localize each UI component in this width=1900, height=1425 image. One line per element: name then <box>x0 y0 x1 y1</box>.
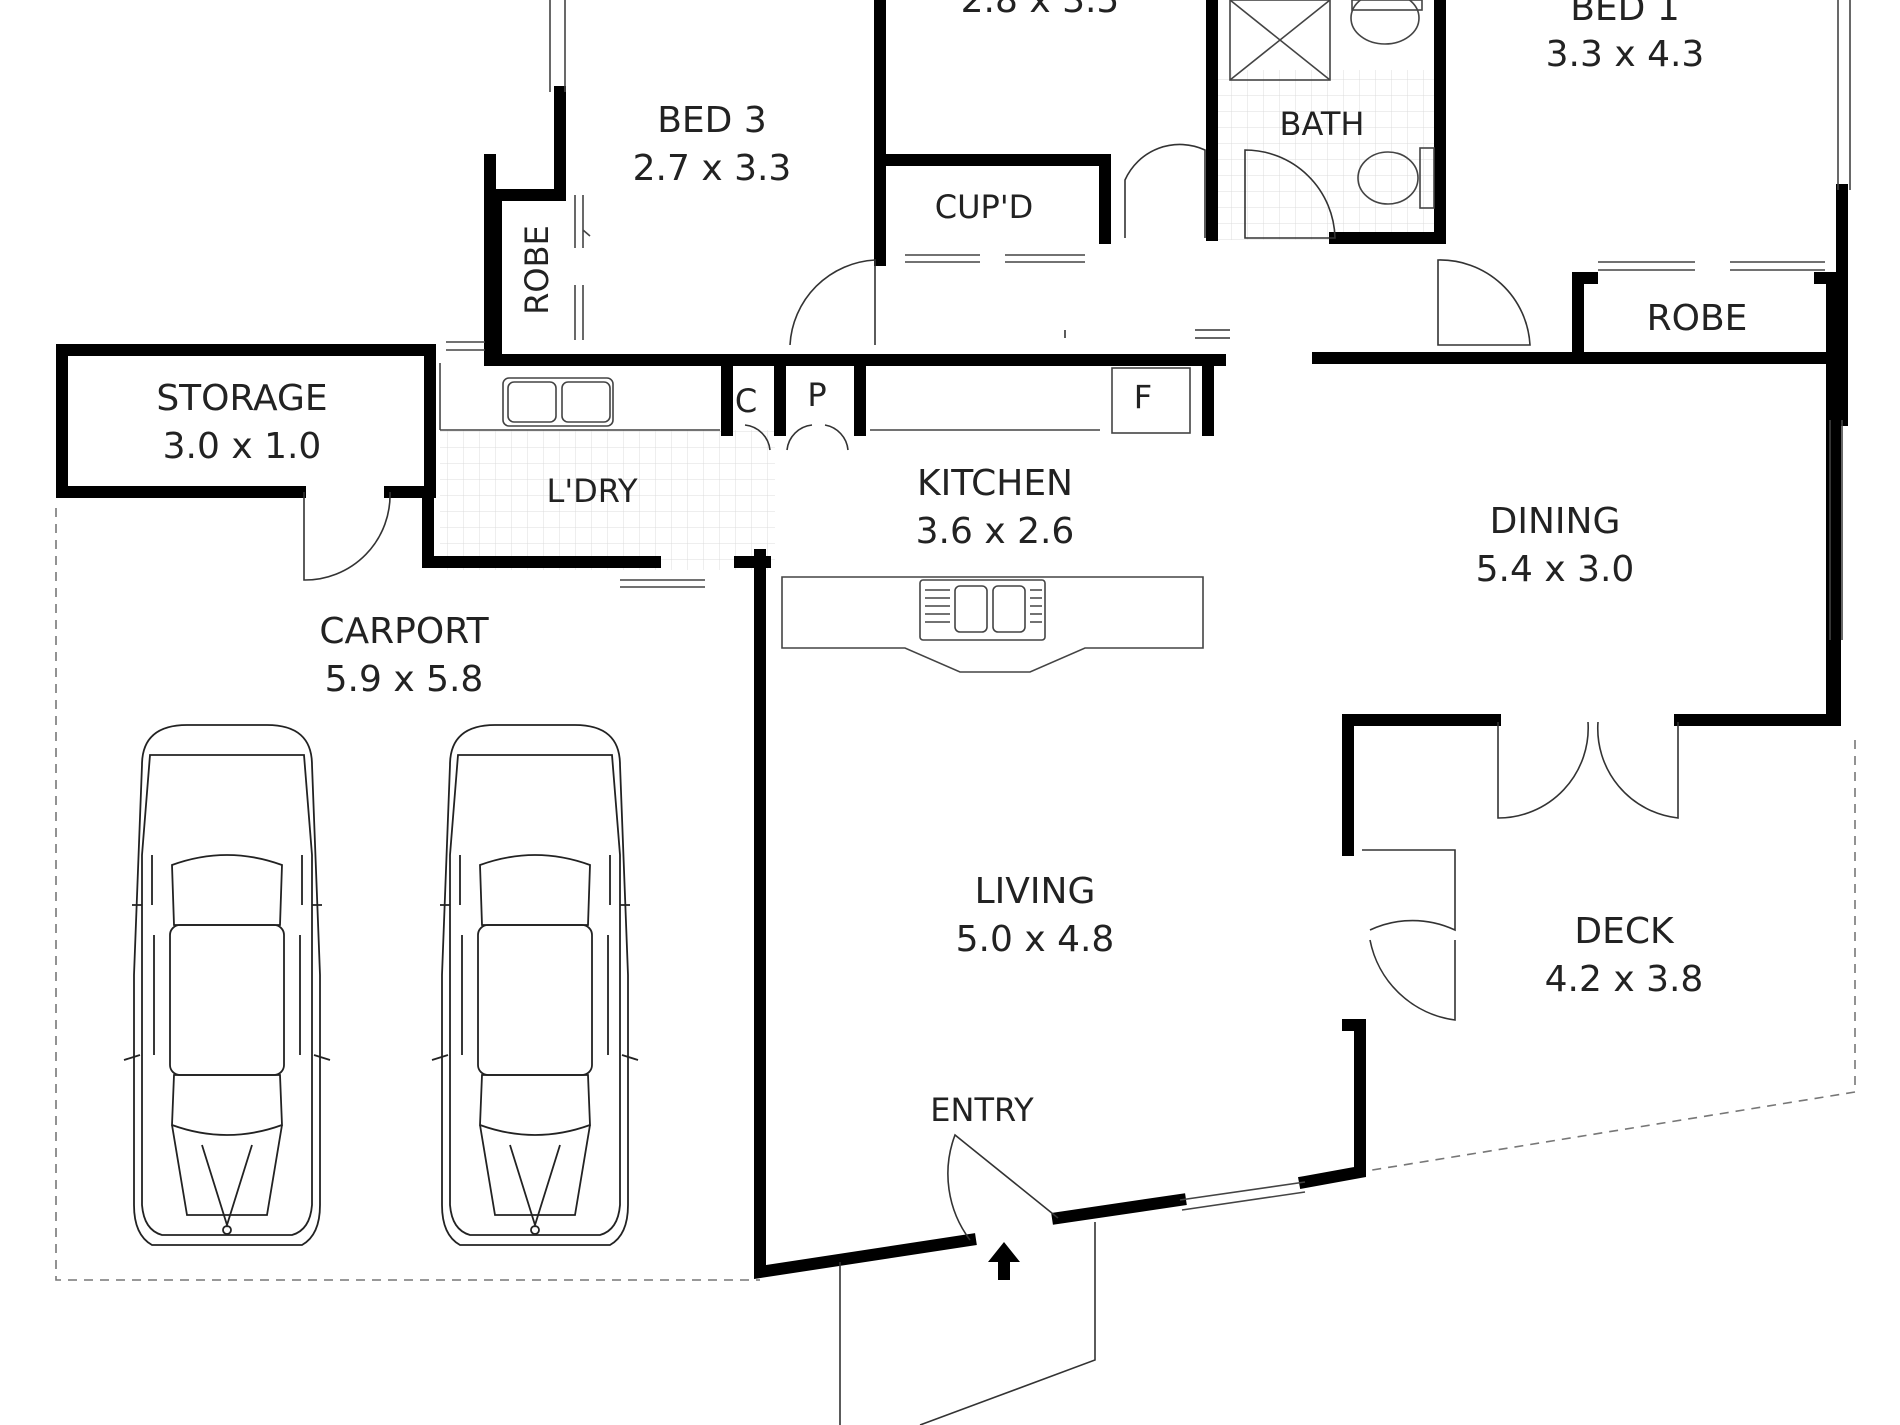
window-living <box>1179 1181 1306 1211</box>
window-storage <box>446 341 485 351</box>
bed3-name: BED 3 <box>657 100 767 141</box>
window-bed1 <box>1837 0 1851 190</box>
window-bed3 <box>549 0 566 92</box>
storage-dims: 3.0 x 1.0 <box>163 426 322 467</box>
carport-dims: 5.9 x 5.8 <box>325 659 484 700</box>
pantry-p-name: P <box>807 376 826 414</box>
carport-outline <box>55 508 760 1281</box>
laundry-name: L'DRY <box>547 472 638 510</box>
cupd-name: CUP'D <box>935 188 1034 226</box>
entry-arrow-icon <box>988 1242 1020 1280</box>
walls <box>56 0 1848 1279</box>
bed2-dims: 2.8 x 3.5 <box>961 0 1120 21</box>
fridge-box <box>1111 367 1191 434</box>
robe-left-name: ROBE <box>518 225 556 315</box>
fixtures <box>439 0 1435 673</box>
car-icon <box>123 724 331 1246</box>
deck-outline <box>1359 740 1856 1173</box>
dining-name: DINING <box>1490 501 1621 542</box>
toilet-icon <box>1350 0 1423 45</box>
deck-dims: 4.2 x 3.8 <box>1545 959 1704 1000</box>
kitchen-name: KITCHEN <box>917 463 1073 504</box>
storage-name: STORAGE <box>156 378 327 419</box>
living-dims: 5.0 x 4.8 <box>956 919 1115 960</box>
bed3-dims: 2.7 x 3.3 <box>633 148 792 189</box>
cupboard-c-name: C <box>735 382 757 420</box>
window-dining <box>1829 420 1843 640</box>
car-icon <box>431 724 639 1246</box>
kitchen-dims: 3.6 x 2.6 <box>916 511 1075 552</box>
shower-icon <box>1229 0 1331 81</box>
fridge-f-name: F <box>1134 378 1152 416</box>
dining-dims: 5.4 x 3.0 <box>1476 549 1635 590</box>
sliding-doors <box>574 195 1825 588</box>
laundry-floor <box>440 430 775 570</box>
living-name: LIVING <box>975 871 1096 912</box>
robe-right-name: ROBE <box>1647 298 1748 339</box>
bath-name: BATH <box>1280 105 1365 143</box>
toilet-icon <box>1357 147 1435 209</box>
kitchen-island <box>781 576 1204 673</box>
carport-name: CARPORT <box>319 611 489 652</box>
bath-floor <box>1218 70 1436 240</box>
deck-name: DECK <box>1574 911 1675 952</box>
doors <box>303 143 1679 1425</box>
entry-name: ENTRY <box>930 1091 1034 1129</box>
bed1-name: BED 1 <box>1570 0 1680 29</box>
sink-icon <box>502 377 614 427</box>
bed1-dims: 3.3 x 4.3 <box>1546 34 1705 75</box>
sink-icon <box>919 579 1046 641</box>
